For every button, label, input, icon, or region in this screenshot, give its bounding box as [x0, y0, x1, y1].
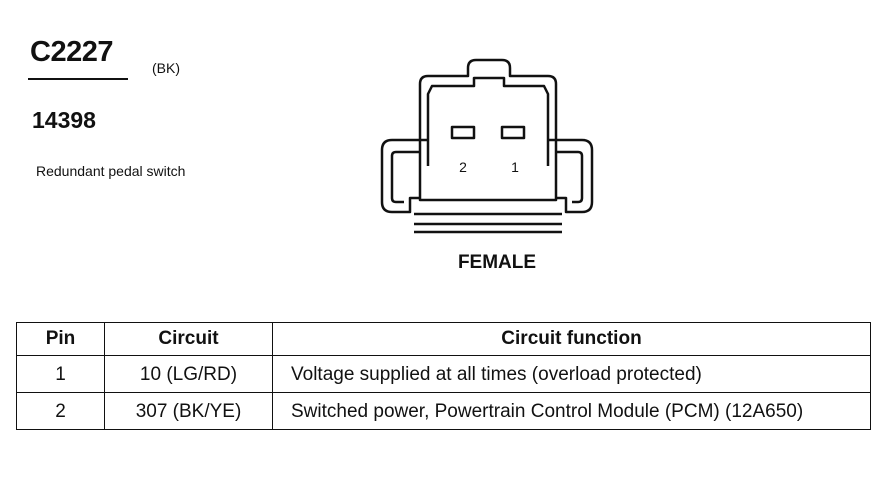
left-latch-inner: [390, 150, 420, 204]
gender-label: FEMALE: [457, 252, 537, 273]
table-row: 1 10 (LG/RD) Voltage supplied at all tim…: [16, 355, 871, 393]
right-latch: [548, 138, 594, 214]
connector-description: Redundant pedal switch: [36, 163, 186, 179]
cell-circuit: 307 (BK/YE): [104, 392, 273, 430]
pin-label-2: 2: [459, 159, 467, 175]
connector-id-underline: [28, 78, 128, 80]
table-row: 2 307 (BK/YE) Switched power, Powertrain…: [16, 392, 871, 430]
header-pin: Pin: [16, 322, 105, 356]
left-latch: [380, 138, 428, 214]
connector-face-diagram: 2 1: [380, 58, 594, 234]
cell-pin: 2: [16, 392, 105, 430]
table-header-row: Pin Circuit Circuit function: [16, 322, 871, 356]
cell-pin: 1: [16, 355, 105, 393]
pin-label-1: 1: [511, 159, 519, 175]
housing-outline: [418, 58, 558, 166]
connector-id: C2227: [30, 36, 113, 68]
header-circuit-function: Circuit function: [272, 322, 871, 356]
right-latch-inner: [556, 150, 584, 204]
housing-inner-outline: [426, 76, 550, 166]
cell-circuit-function: Voltage supplied at all times (overload …: [272, 355, 871, 393]
header-circuit: Circuit: [104, 322, 273, 356]
connector-color-code: (BK): [152, 60, 180, 76]
pin-cavity-1: [500, 125, 526, 140]
pin-cavity-2: [450, 125, 476, 140]
part-number: 14398: [32, 107, 96, 133]
cell-circuit: 10 (LG/RD): [104, 355, 273, 393]
cell-circuit-function: Switched power, Powertrain Control Modul…: [272, 392, 871, 430]
pinout-table: Pin Circuit Circuit function 1 10 (LG/RD…: [16, 322, 871, 430]
housing-base: [418, 166, 558, 202]
